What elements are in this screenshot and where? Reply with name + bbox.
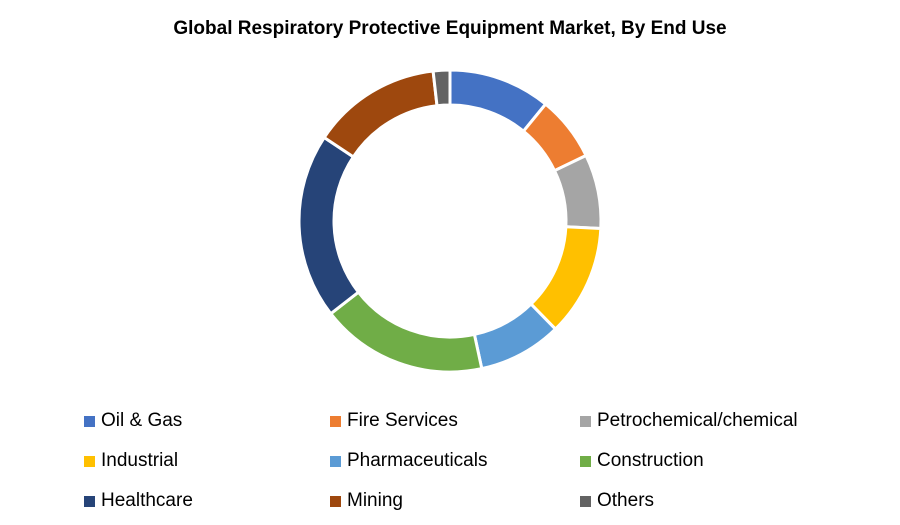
legend-swatch — [330, 455, 341, 467]
legend-label: Pharmaceuticals — [347, 450, 488, 471]
legend-item: Construction — [580, 441, 840, 481]
legend-swatch — [84, 415, 95, 427]
donut-slice-healthcare — [297, 136, 360, 316]
legend-label: Construction — [597, 450, 704, 471]
legend-label: Industrial — [101, 450, 179, 471]
donut-slice-construction — [329, 290, 484, 374]
legend-label: Healthcare — [101, 490, 193, 511]
legend-item: Industrial — [84, 441, 330, 481]
legend-item: Petrochemical/chemical — [580, 401, 840, 441]
legend-swatch — [84, 455, 95, 467]
legend-item: Fire Services — [330, 401, 580, 441]
legend-item: Healthcare — [84, 481, 330, 521]
donut-slice-mining — [322, 69, 439, 159]
donut-chart — [297, 68, 603, 374]
chart-legend: Oil & Gas Fire Services Petrochemical/chem… — [84, 401, 884, 521]
legend-item: Mining — [330, 481, 580, 521]
legend-swatch — [580, 495, 591, 507]
donut-slice-petrochemical-chemical — [553, 153, 603, 231]
legend-item: Others — [580, 481, 840, 521]
legend-label: Fire Services — [347, 410, 458, 431]
legend-label: Petrochemical/chemical — [597, 410, 798, 431]
legend-swatch — [330, 415, 341, 427]
donut-slice-others — [431, 68, 452, 108]
legend-swatch — [580, 415, 591, 427]
chart-title: Global Respiratory Protective Equipment … — [173, 18, 727, 39]
legend-label: Oil & Gas — [101, 410, 183, 431]
legend-swatch — [84, 495, 95, 507]
legend-item: Oil & Gas — [84, 401, 330, 441]
legend-item: Pharmaceuticals — [330, 441, 580, 481]
legend-label: Others — [597, 490, 655, 511]
legend-label: Mining — [347, 490, 403, 511]
legend-swatch — [330, 495, 341, 507]
legend-swatch — [580, 455, 591, 467]
